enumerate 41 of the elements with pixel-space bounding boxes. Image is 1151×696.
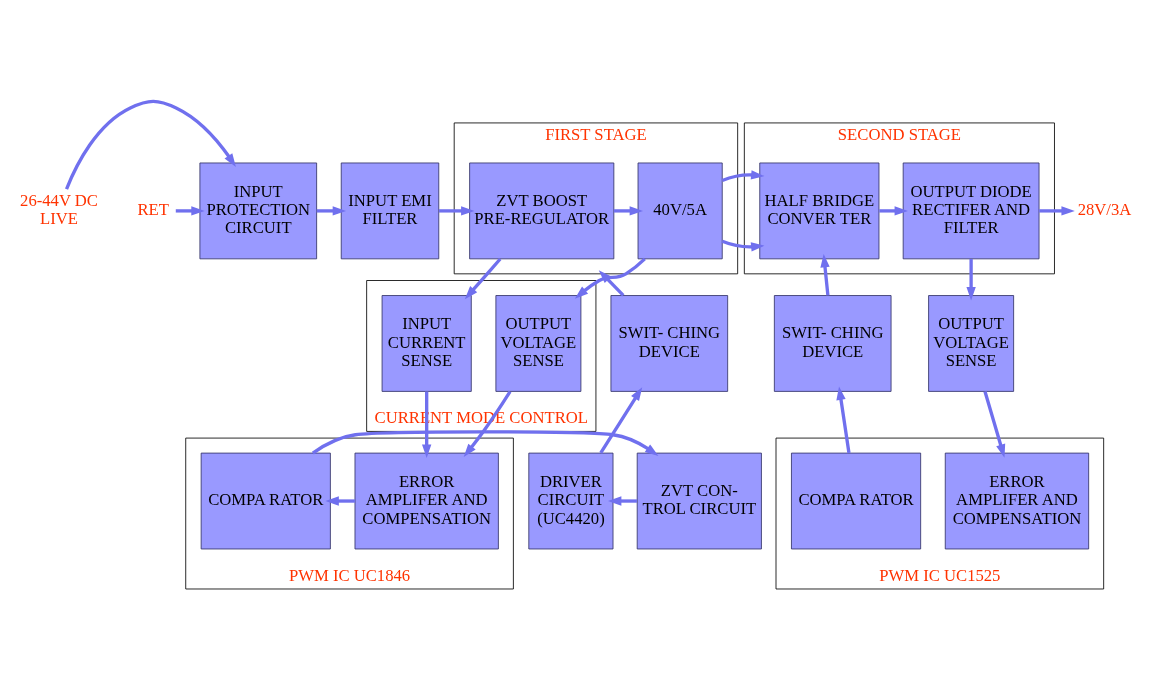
node-box: ERROR AMPLIFER AND COMPENSATION [354, 452, 499, 549]
arrow [464, 257, 502, 299]
arrow [1039, 205, 1075, 216]
node-box: COMPA RATOR [200, 452, 331, 549]
arrow [438, 205, 475, 216]
arrow [599, 386, 643, 454]
arrow [175, 205, 205, 216]
arrow [983, 390, 1006, 458]
arrow [316, 205, 347, 216]
node-box: OUTPUT VOLTAGE SENSE [928, 294, 1015, 392]
node-box: DRIVER CIRCUIT (UC4420) [528, 452, 614, 549]
arrow [422, 391, 432, 458]
arrow [836, 386, 851, 453]
arrow [65, 99, 236, 190]
node-box: INPUT EMI FILTER [340, 162, 440, 259]
arrow [598, 269, 625, 297]
node-box: OUTPUT DIODE RECTIFER AND FILTER [902, 162, 1040, 259]
node-box: 40V/5A [637, 162, 723, 259]
arrow [966, 258, 976, 300]
arrow [721, 169, 765, 252]
node-box: COMPA RATOR [791, 452, 922, 549]
node-text: RET [137, 199, 169, 219]
node-box: SWIT- CHING DEVICE [773, 294, 892, 392]
arrow [463, 390, 512, 457]
arrow [613, 205, 643, 216]
node-box: ERROR AMPLIFER AND COMPENSATION [944, 452, 1090, 549]
node-text: 28V/3A [1077, 199, 1132, 219]
arrow [311, 429, 659, 456]
node-box: SWIT- CHING DEVICE [610, 294, 729, 392]
arrow [879, 205, 908, 216]
node-box: HALF BRIDGE CONVER TER [759, 162, 880, 259]
node-box: ZVT CON- TROL CIRCUIT [636, 452, 762, 549]
arrow [325, 495, 355, 506]
arrow [608, 495, 637, 506]
node-box: OUTPUT VOLTAGE SENSE [495, 294, 582, 392]
node-text: 26-44V DC LIVE [20, 190, 98, 228]
node-box: ZVT BOOST PRE-REGULATOR [469, 162, 615, 259]
arrow [820, 253, 830, 296]
node-box: INPUT PROTECTION CIRCUIT [199, 162, 318, 259]
node-box: INPUT CURRENT SENSE [381, 294, 472, 392]
arrow [574, 257, 646, 299]
